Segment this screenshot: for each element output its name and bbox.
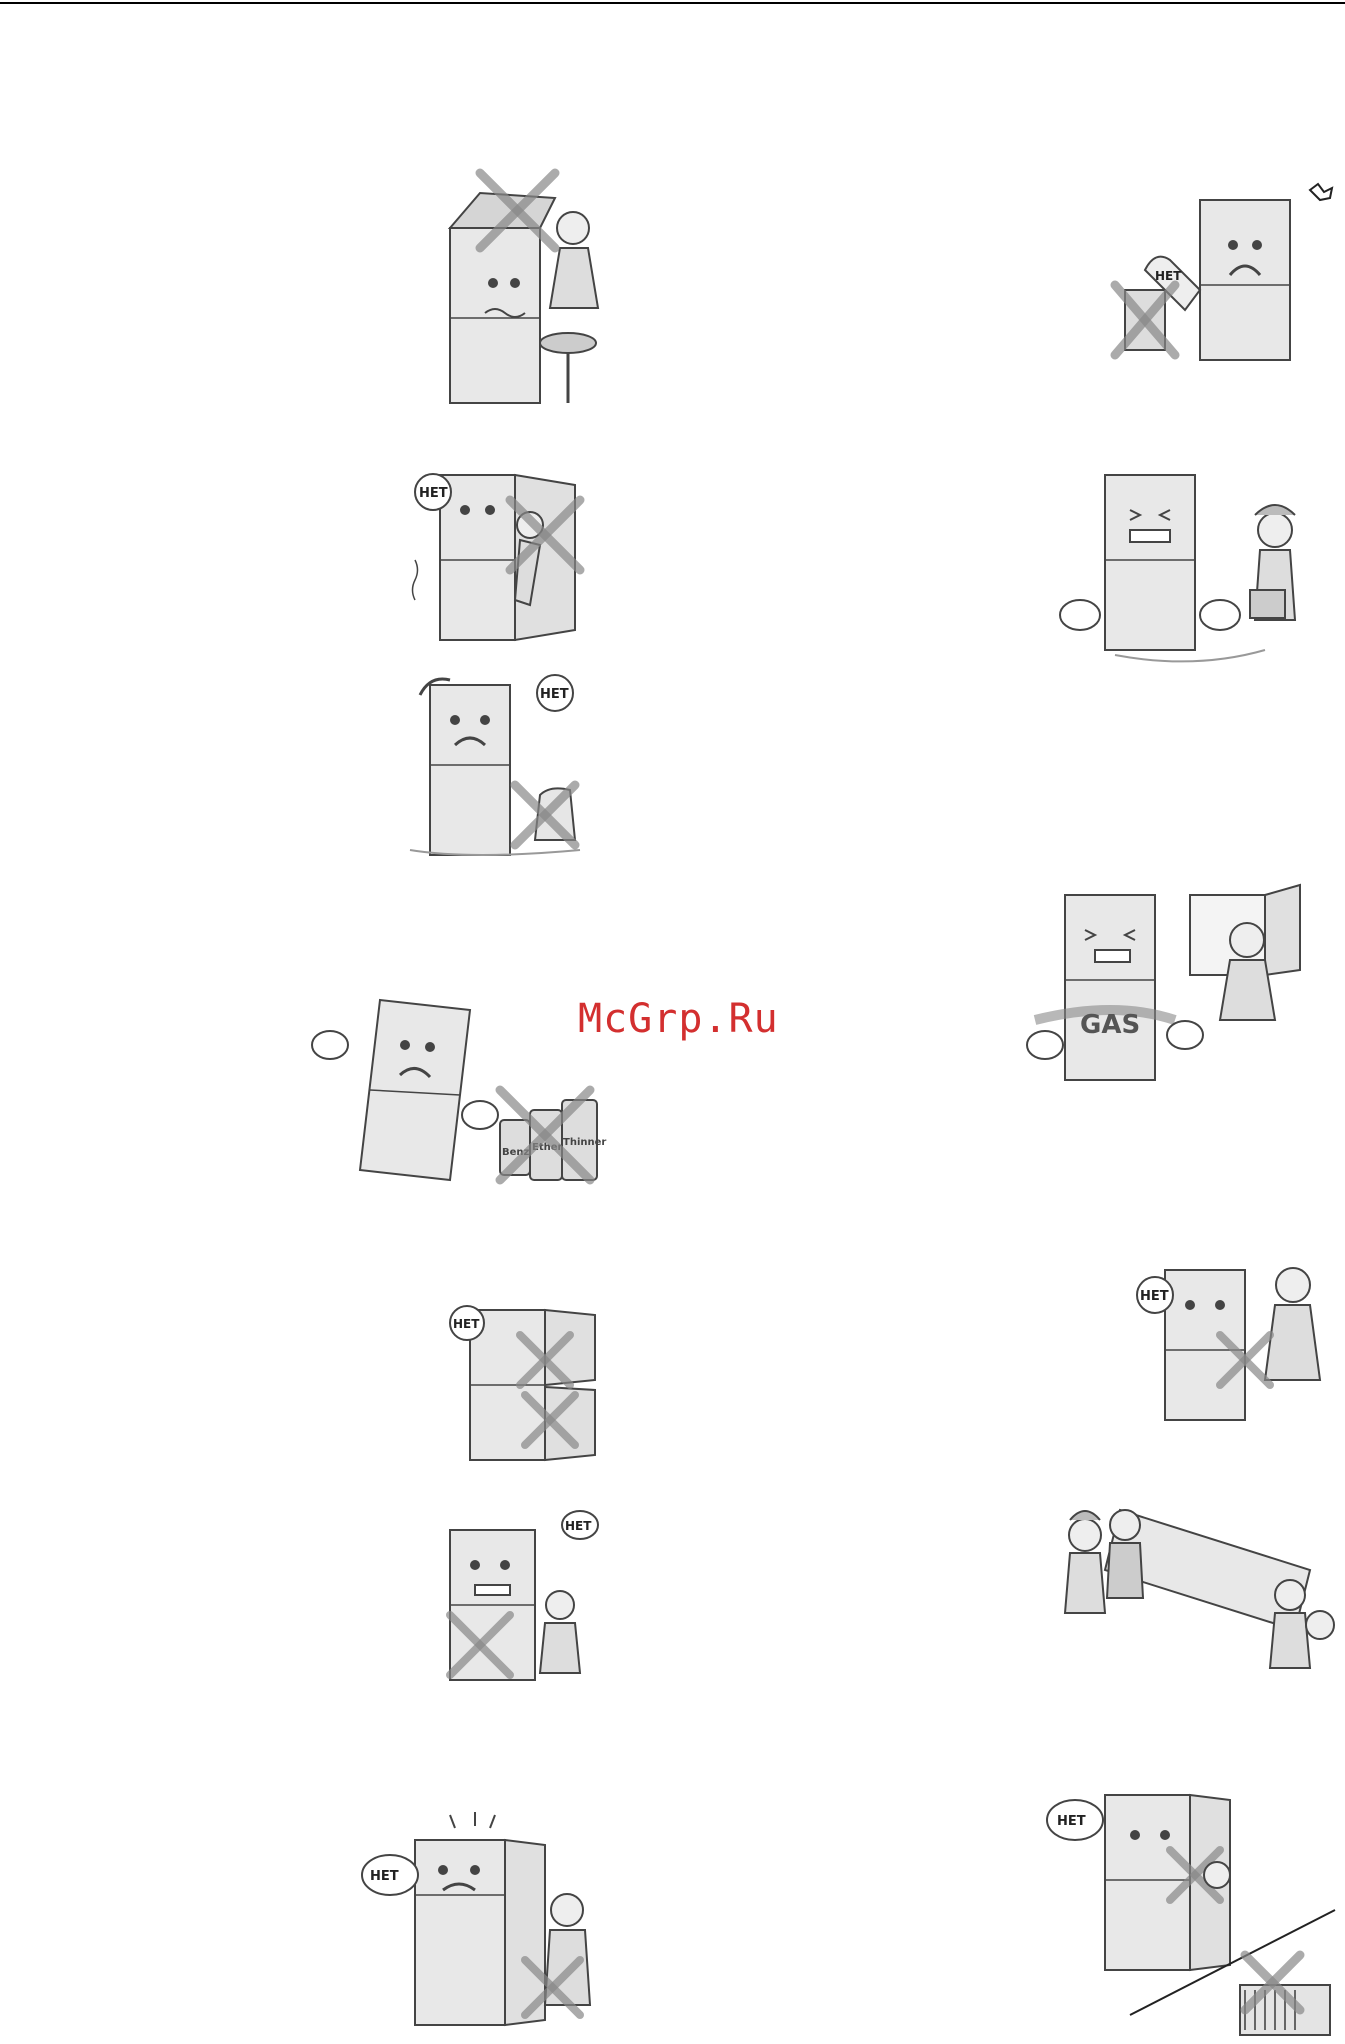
refrigerator-stairs-icon: НЕТ [1035,1780,1335,2040]
refrigerator-gas-window-icon: GAS [1025,880,1325,1095]
child-reaching-illustration: НЕТ [430,1505,600,1685]
no-sign-text: НЕТ [453,1317,480,1331]
no-self-repair-illustration [1055,470,1325,670]
no-water-spray-illustration: НЕТ [400,665,615,865]
refrigerator-water-icon: НЕТ [400,665,615,865]
refrigerator-hand-x-icon: НЕТ [1105,180,1335,370]
no-hanging-door-illustration: НЕТ [445,1295,605,1465]
no-sign-text: НЕТ [1140,1289,1169,1304]
refrigerator-door-hang-icon: НЕТ [445,1295,605,1465]
refrigerator-child-reach-icon: НЕТ [430,1505,600,1685]
child-climbing-door-illustration [425,168,615,408]
child-inside-fridge-illustration: НЕТ [405,460,605,645]
child-behind-door-illustration: НЕТ [335,1800,605,2030]
thinner-text: Thinner [563,1137,606,1148]
refrigerator-child-x-icon [425,168,615,408]
no-sign-text: НЕТ [565,1519,592,1533]
refrigerator-carrying-icon [1050,1495,1330,1675]
no-sign-text: НЕТ [419,486,448,501]
no-sign-text: НЕТ [540,687,569,702]
top-rule [0,2,1345,4]
no-touch-wet-hands-illustration: НЕТ [1135,1240,1335,1440]
refrigerator-flammables-icon: Benzene Ether Thinner [290,995,610,1185]
no-flammables-illustration: Benzene Ether Thinner [290,995,610,1185]
no-sign-text: НЕТ [1155,269,1182,283]
no-sign-text: НЕТ [370,1869,399,1884]
refrigerator-child-door-icon: НЕТ [335,1800,605,2030]
gas-leak-open-window-illustration: GAS [1025,880,1325,1095]
unplug-wet-hands-illustration: НЕТ [1105,180,1335,370]
refrigerator-repairman-icon [1055,470,1325,670]
refrigerator-child-inside-icon: НЕТ [405,460,605,645]
no-sign-text: НЕТ [1057,1814,1086,1829]
refrigerator-wet-hands-icon: НЕТ [1135,1240,1335,1440]
gas-text: GAS [1080,1010,1140,1040]
no-stairs-install-illustration: НЕТ [1035,1780,1335,2040]
carry-with-people-illustration [1050,1495,1330,1675]
